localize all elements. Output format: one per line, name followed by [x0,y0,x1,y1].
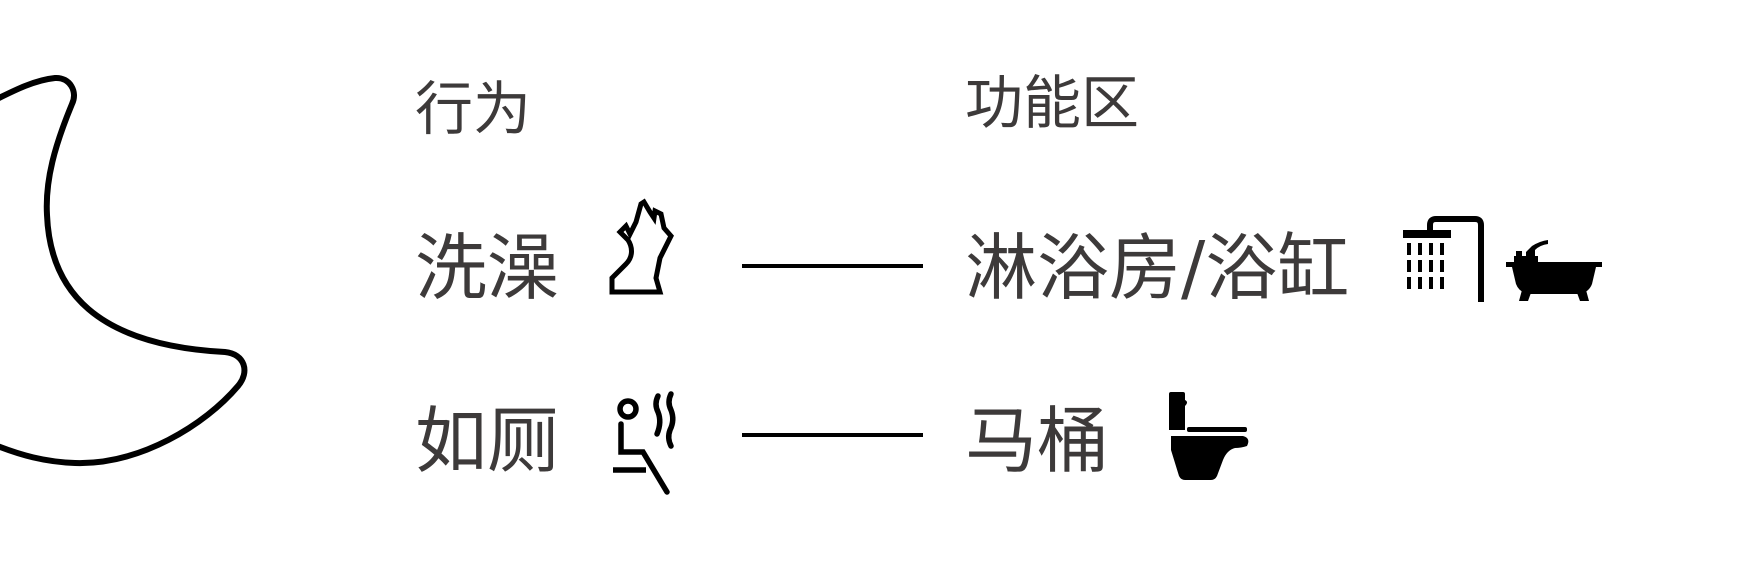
behavior-label-toilet-use: 如厕 [415,399,560,483]
toilet-icon [1169,392,1249,480]
behavior-label-bathing: 洗澡 [415,226,560,310]
zone-label-shower-bathtub: 淋浴房/浴缸 [965,226,1350,310]
decorative-curve-shape [0,75,248,467]
connector-line-toilet [742,433,923,437]
shower-icon [1403,216,1484,302]
toilet-use-person-icon [613,391,676,495]
zone-column-header: 功能区 [965,69,1140,137]
zone-label-toilet: 马桶 [965,399,1110,483]
bathing-person-icon [609,198,674,295]
behavior-column-header: 行为 [415,75,532,143]
connector-line-bathing [742,264,923,268]
bathtub-icon [1506,240,1602,301]
